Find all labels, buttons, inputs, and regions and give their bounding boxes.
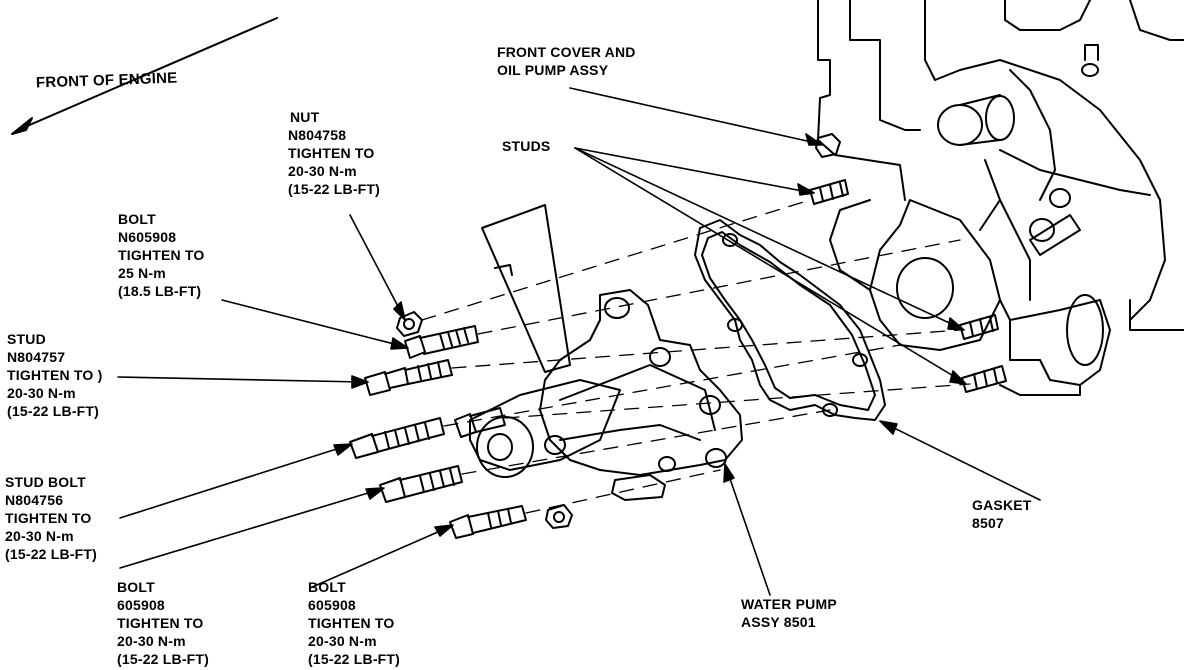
stud-front-cover-upper	[809, 179, 849, 205]
stud-line-5: (15-22 LB-FT)	[7, 403, 100, 419]
water-pump-line-1: WATER PUMP	[741, 596, 837, 612]
stud-bolt-n804756	[349, 417, 445, 459]
bolt-lower-mid-label: BOLT 605908 TIGHTEN TO 20-30 N-m (15-22 …	[308, 578, 400, 668]
bolt-n605908-top	[404, 325, 479, 359]
bolt-lower-left-label: BOLT 605908 TIGHTEN TO 20-30 N-m (15-22 …	[117, 578, 209, 668]
studs-line-1: STUDS	[502, 138, 551, 154]
stud-bolt-line-3: TIGHTEN TO	[5, 510, 92, 526]
alignment-lines	[421, 199, 971, 514]
fasteners	[349, 133, 1007, 539]
nut-line-5: (15-22 LB-FT)	[288, 181, 381, 197]
nut-n804758	[396, 311, 423, 337]
stud-front-cover-mid	[959, 314, 999, 340]
stud-bolt-line-2: N804756	[5, 492, 64, 508]
water-pump-label: WATER PUMP ASSY 8501	[741, 595, 837, 631]
bolt-lower-left-line-4: 20-30 N-m	[117, 633, 186, 649]
stud-label: STUD N804757 TIGHTEN TO ) 20-30 N-m (15-…	[7, 330, 102, 420]
bolt-lower-mid-line-2: 605908	[308, 597, 356, 613]
stud-front-cover-lower	[961, 365, 1007, 393]
nut-line-2: N804758	[288, 127, 347, 143]
engine-front-cover	[817, 0, 1184, 396]
nut-line-3: TIGHTEN TO	[288, 145, 375, 161]
bolt-top-line-2: N605908	[118, 229, 177, 245]
gasket	[694, 219, 886, 421]
front-cover-label: FRONT COVER AND OIL PUMP ASSY	[497, 43, 636, 79]
leader-lines	[117, 87, 1041, 596]
gasket-line-2: 8507	[972, 515, 1004, 531]
front-of-engine-arrow-icon	[11, 17, 278, 135]
bolt-lower-left-line-2: 605908	[117, 597, 165, 613]
bolt-lower-mid-line-4: 20-30 N-m	[308, 633, 377, 649]
bolt-top-line-3: TIGHTEN TO	[118, 247, 205, 263]
stud-line-1: STUD	[7, 331, 46, 347]
bolt-605908-lower-left	[379, 465, 463, 503]
bolt-top-line-5: (18.5 LB-FT)	[118, 283, 202, 299]
stud-line-2: N804757	[7, 349, 66, 365]
bolt-lower-mid-line-1: BOLT	[308, 579, 346, 595]
bolt-top-line-4: 25 N-m	[118, 265, 166, 281]
stud-n804757	[364, 359, 453, 396]
gasket-label: GASKET 8507	[972, 496, 1032, 532]
stud-bolt-line-1: STUD BOLT	[5, 474, 86, 490]
bolt-top-label: BOLT N605908 TIGHTEN TO 25 N-m (18.5 LB-…	[118, 210, 205, 300]
bolt-605908-lower-mid	[449, 505, 527, 539]
bolt-lower-left-line-5: (15-22 LB-FT)	[117, 651, 210, 667]
studs-label: STUDS	[502, 137, 550, 155]
bolt-lower-left-line-3: TIGHTEN TO	[117, 615, 204, 631]
front-cover-line-2: OIL PUMP ASSY	[497, 62, 609, 78]
nut-line-1: NUT	[290, 109, 320, 125]
stud-bolt-label: STUD BOLT N804756 TIGHTEN TO 20-30 N-m (…	[5, 473, 97, 563]
bolt-lower-left-line-1: BOLT	[117, 579, 155, 595]
bolt-top-line-1: BOLT	[118, 211, 156, 227]
bolt-lower-mid-line-5: (15-22 LB-FT)	[308, 651, 401, 667]
washer-nut-lower	[545, 504, 573, 529]
front-cover-line-1: FRONT COVER AND	[497, 44, 636, 60]
nut-front-cover	[815, 133, 841, 158]
stud-line-4: 20-30 N-m	[7, 385, 76, 401]
nut-line-4: 20-30 N-m	[288, 163, 357, 179]
nut-label: NUT N804758 TIGHTEN TO 20-30 N-m (15-22 …	[288, 108, 380, 198]
bolt-lower-mid-line-3: TIGHTEN TO	[308, 615, 395, 631]
gasket-line-1: GASKET	[972, 497, 1032, 513]
stud-bolt-line-5: (15-22 LB-FT)	[5, 546, 98, 562]
bolt-stud-near-pump	[454, 407, 506, 438]
water-pump-line-2: ASSY 8501	[741, 614, 816, 630]
water-pump	[469, 204, 743, 501]
stud-bolt-line-4: 20-30 N-m	[5, 528, 74, 544]
stud-line-3: TIGHTEN TO )	[7, 367, 103, 383]
